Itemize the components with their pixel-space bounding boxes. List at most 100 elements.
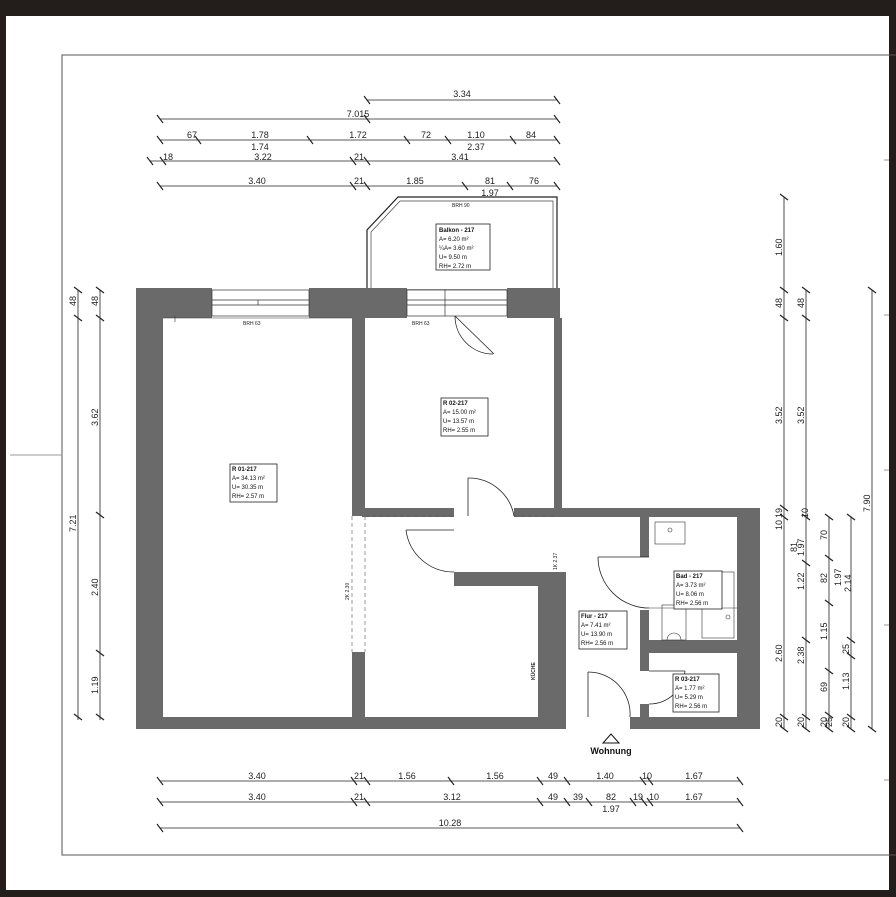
dim-text: 2.60 [774, 644, 784, 662]
dim-text: 49 [548, 792, 558, 802]
room-value: RH= 2.55 m [443, 428, 475, 434]
room-value: U= 30.35 m [232, 485, 263, 491]
dim-text: 3.62 [90, 408, 100, 426]
dim-text: 48 [90, 296, 100, 306]
balcony-label-box [435, 223, 491, 271]
dim-text: 76 [529, 176, 539, 186]
dim-text: 2.37 [467, 142, 485, 152]
room-value: A= 34.13 m² [232, 476, 265, 482]
dim-text: 3.40 [248, 771, 266, 781]
dim-text: 1.60 [774, 238, 784, 256]
room-value: U= 13.57 m [443, 419, 474, 425]
flur-label: Flur - 217 A= 7.41 m² U= 13.90 m RH= 2.5… [578, 610, 628, 650]
dim-text: 10.28 [439, 818, 462, 828]
dim-text: 25 [824, 717, 834, 727]
dim-text: 1.56 [398, 771, 416, 781]
dim-text: 25 [841, 644, 851, 654]
dim-text: 21 [354, 176, 364, 186]
dim-text: 1.78 [251, 130, 269, 140]
dim-text: 7.21 [68, 514, 78, 532]
dim-text: 1.22 [796, 572, 806, 590]
room-value: A= 3.73 m² [676, 583, 706, 589]
room-value: A= 7.41 m² [581, 623, 611, 629]
room2-brh-label: BRH 63 [412, 321, 430, 327]
dim-text: 1.19 [90, 676, 100, 694]
room-value: ¼A= 3.60 m² [439, 246, 474, 252]
entrance-label: Wohnung [590, 746, 631, 756]
dim-text: 1.74 [251, 142, 269, 152]
left-dimension-lines [73, 286, 105, 721]
room-value: RH= 2.56 m [676, 601, 708, 607]
walls [136, 288, 760, 729]
dim-text: 20 [841, 717, 851, 727]
windows [211, 289, 508, 317]
room-value: RH= 2.56 m [581, 641, 613, 647]
left-frame-bar [0, 0, 6, 897]
wc-label: R 03-217 A= 1.77 m² U= 5.29 m RH= 2.56 m [672, 673, 720, 713]
dim-text: 21 [354, 771, 364, 781]
dim-text: 39 [573, 792, 583, 802]
dim-text: 82 [606, 792, 616, 802]
dim-text: 48 [774, 298, 784, 308]
bottom-dimension-lines [156, 776, 744, 833]
right-edge-ticks [884, 159, 889, 781]
dim-text: 20 [796, 717, 806, 727]
room-value: U= 9.50 m [439, 255, 467, 261]
dim-text: 84 [526, 130, 536, 140]
dim-text: 48 [68, 296, 78, 306]
left-dimension-texts: 48 7.21 48 3.62 2.40 1.19 [68, 296, 100, 694]
room-name: R 01-217 [232, 467, 257, 473]
dim-text: 3.22 [254, 152, 272, 162]
dim-text: 81 [485, 176, 495, 186]
dim-text: 7.015 [347, 109, 370, 119]
top-frame-bar [0, 0, 896, 16]
dim-text: 3.41 [451, 152, 469, 162]
dim-text: 3.52 [774, 406, 784, 424]
right-frame-bar [889, 0, 896, 897]
opening-label-1k: 1K 2.37 [553, 553, 559, 570]
right-dimension-lines [779, 193, 877, 733]
dim-text: 7.90 [862, 494, 872, 512]
room-name: R 02-217 [443, 401, 468, 407]
entrance-arrow-icon [601, 733, 621, 744]
dim-text: 1.97 [481, 188, 499, 198]
room-name: Balkon - 217 [439, 228, 475, 234]
dim-text: 2.14 [843, 574, 853, 592]
room-name: Flur - 217 [581, 614, 608, 620]
dim-text: 48 [796, 298, 806, 308]
dim-text: 20 [819, 717, 829, 727]
dim-text: 3.12 [443, 792, 461, 802]
room-value: U= 13.90 m [581, 632, 612, 638]
dim-text: 1.67 [685, 771, 703, 781]
room-value: U= 5.29 m [675, 695, 703, 701]
dim-text: 19 [633, 792, 643, 802]
room-value: U= 8.06 m [676, 592, 704, 598]
opening-label-2k: 2K 2.30 [345, 583, 351, 600]
balcony-brh-label: BRH 90 [452, 203, 470, 209]
room1-label: R 01-217 A= 34.13 m² U= 30.35 m RH= 2.57… [229, 463, 278, 503]
drawing-border [61, 54, 896, 856]
room-value: A= 6.20 m² [439, 237, 469, 243]
dim-text: 1.85 [406, 176, 424, 186]
room-value: RH= 2.56 m [675, 704, 707, 710]
dim-text: 10 [642, 771, 652, 781]
dim-text: 81 [789, 542, 799, 552]
dim-text: 1.67 [685, 792, 703, 802]
dim-text: 10 [649, 792, 659, 802]
room-value: A= 15.00 m² [443, 410, 476, 416]
kitchen-label: KÜCHE [530, 662, 537, 680]
dim-text: 21 [354, 152, 364, 162]
dim-text: 67 [187, 130, 197, 140]
dim-text: 2.38 [796, 646, 806, 664]
dim-text: 1.40 [596, 771, 614, 781]
dim-text: 82 [819, 573, 829, 583]
top-dimension-texts: 3.34 7.015 67 1.78 1.72 72 1.10 84 1.74 … [163, 89, 539, 198]
dim-text: 1.15 [819, 622, 829, 640]
dim-text: 2.40 [90, 578, 100, 596]
dim-text: 21 [354, 792, 364, 802]
room2-label: R 02-217 A= 15.00 m² U= 13.57 m RH= 2.55… [440, 397, 489, 437]
dim-text: 3.40 [248, 176, 266, 186]
room1-brh-label: BRH 63 [243, 321, 261, 327]
right-dimension-texts: 1.60 48 3.52 19 10 2.60 20 48 3.52 81 1.… [774, 238, 872, 727]
